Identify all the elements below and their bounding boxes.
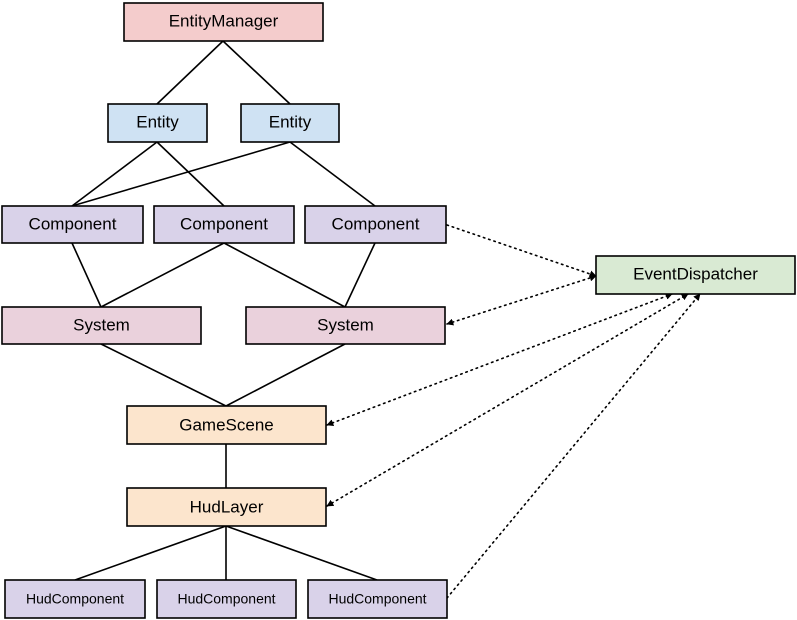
entity-2-label: Entity xyxy=(269,112,312,131)
node-hud-component-3: HudComponent xyxy=(307,579,448,619)
event-connectors xyxy=(326,224,701,599)
node-entity-2: Entity xyxy=(240,103,340,143)
node-entity-manager: EntityManager xyxy=(123,2,324,42)
edge-hud-layer-hud-component-3 xyxy=(225,525,378,581)
node-system-2: System xyxy=(245,306,446,345)
node-system-1: System xyxy=(1,306,202,345)
edge-manager-entity-2 xyxy=(222,40,291,105)
system-2-label: System xyxy=(317,315,374,334)
hierarchy-connectors xyxy=(71,40,378,581)
system-1-label: System xyxy=(73,315,130,334)
edge-entity-2-component-1 xyxy=(71,141,291,207)
node-entity-1: Entity xyxy=(107,103,208,143)
event-edge-hud-layer xyxy=(326,293,689,507)
hud-component-1-label: HudComponent xyxy=(26,591,124,607)
hud-component-2-box xyxy=(156,579,297,619)
game-scene-label: GameScene xyxy=(179,415,274,434)
hud-component-3-label: HudComponent xyxy=(328,591,426,607)
edge-component-1-system-1 xyxy=(71,242,102,308)
component-2-label: Component xyxy=(180,214,268,233)
system-1-box xyxy=(1,306,202,345)
entity-2-box xyxy=(240,103,340,143)
system-2-box xyxy=(245,306,446,345)
component-3-box xyxy=(304,205,447,244)
edge-component-2-system-1 xyxy=(100,242,225,308)
edge-hud-layer-hud-component-1 xyxy=(74,525,227,581)
entity-1-label: Entity xyxy=(136,112,179,131)
hud-component-2-label: HudComponent xyxy=(177,591,275,607)
event-edge-system-2 xyxy=(446,274,597,326)
edge-system-1-game-scene xyxy=(100,343,227,407)
component-2-box xyxy=(153,205,295,244)
edge-component-2-system-2 xyxy=(223,242,346,308)
node-hud-component-2: HudComponent xyxy=(156,579,297,619)
event-dispatcher-label: EventDispatcher xyxy=(633,264,758,283)
node-component-1: Component xyxy=(1,205,144,244)
node-event-dispatcher: EventDispatcher xyxy=(595,255,796,295)
event-edge-hud-component-3 xyxy=(446,293,701,599)
event-edge-component-3 xyxy=(446,224,597,278)
edge-manager-entity-1 xyxy=(156,40,224,105)
edge-entity-2-component-3 xyxy=(289,141,376,207)
component-3-label: Component xyxy=(332,214,420,233)
edge-component-3-system-2 xyxy=(344,242,376,308)
edge-entity-1-component-1 xyxy=(71,141,158,207)
entity-manager-label: EntityManager xyxy=(169,11,279,30)
event-dispatcher-box xyxy=(595,255,796,295)
node-hud-component-1: HudComponent xyxy=(4,579,146,619)
entity-manager-box xyxy=(123,2,324,42)
node-game-scene: GameScene xyxy=(126,405,327,445)
game-scene-box xyxy=(126,405,327,445)
node-hud-layer: HudLayer xyxy=(126,487,327,527)
edge-system-2-game-scene xyxy=(225,343,346,407)
component-1-label: Component xyxy=(29,214,117,233)
node-component-2: Component xyxy=(153,205,295,244)
hud-layer-label: HudLayer xyxy=(190,497,264,516)
entity-1-box xyxy=(107,103,208,143)
component-1-box xyxy=(1,205,144,244)
hud-layer-box xyxy=(126,487,327,527)
hud-component-1-box xyxy=(4,579,146,619)
hud-component-3-box xyxy=(307,579,448,619)
node-component-3: Component xyxy=(304,205,447,244)
edge-entity-1-component-2 xyxy=(156,141,225,207)
